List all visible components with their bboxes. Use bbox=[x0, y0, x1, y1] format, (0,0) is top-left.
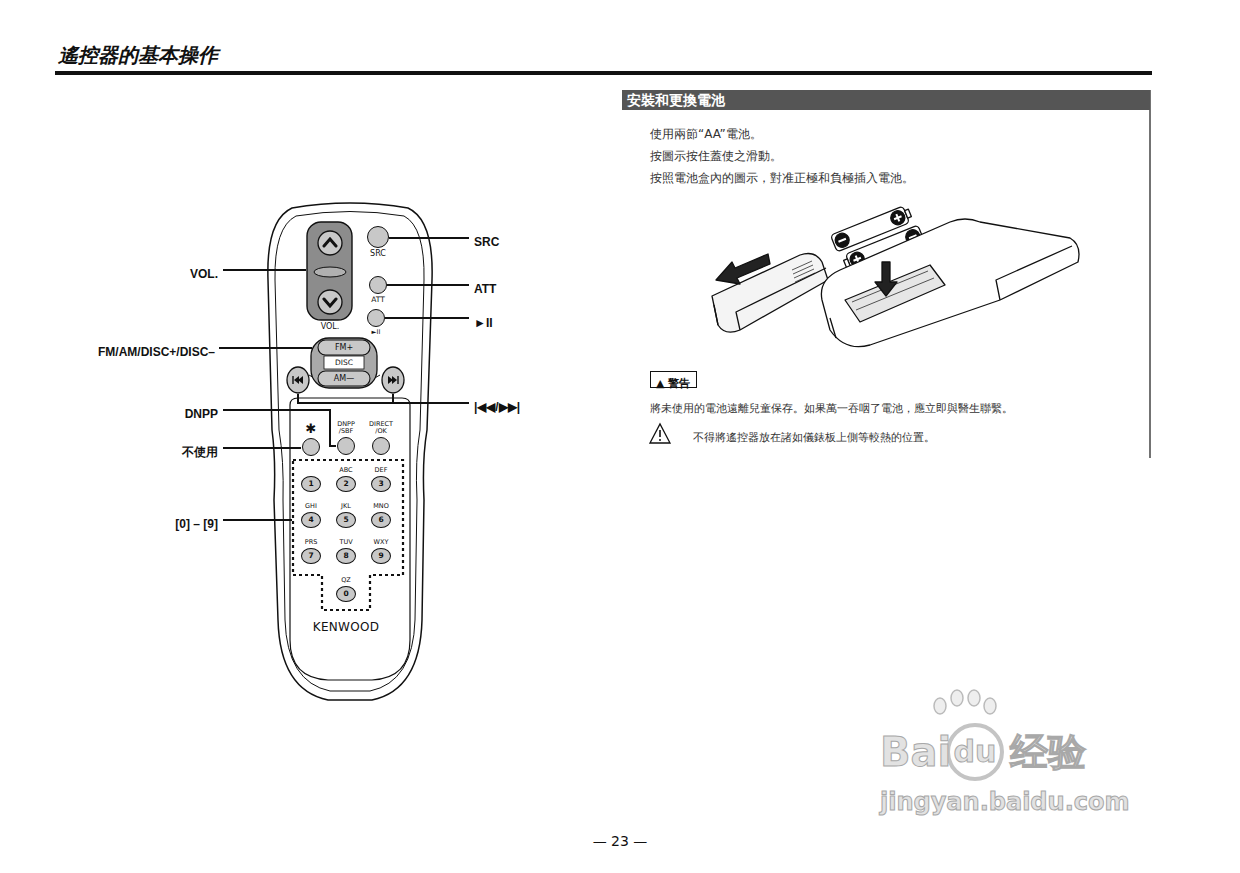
button-shape: 4 bbox=[301, 512, 321, 528]
remote-button: DEF 3 bbox=[356, 467, 406, 492]
button-shape: 3 bbox=[371, 476, 391, 492]
button-shape bbox=[367, 309, 385, 327]
button-label: ABC bbox=[321, 467, 371, 474]
warning-heading: ▲ 警告 bbox=[656, 376, 690, 391]
remote-button: DIRECT /OK bbox=[356, 421, 406, 455]
body-text: 按照電池盒內的圖示，對准正極和負極插入電池。 bbox=[650, 171, 914, 186]
remote-button: QZ 0 bbox=[321, 577, 371, 602]
button-shape bbox=[302, 438, 320, 456]
brand-name: KENWOOD bbox=[262, 620, 430, 634]
callout-label: ►II bbox=[474, 316, 493, 331]
button-number: 2 bbox=[343, 480, 348, 488]
body-text: 使用兩節“AA”電池。 bbox=[650, 127, 762, 142]
button-number: 4 bbox=[308, 516, 313, 524]
title-rule bbox=[55, 71, 1152, 75]
remote-control: VOL. SRC ATT ►II FM+DISC AM— ✱DNPP /SBF DIRECT … bbox=[262, 200, 438, 704]
button-number: 3 bbox=[378, 480, 383, 488]
warning-box: ▲ 警告 bbox=[650, 371, 697, 388]
button-number: 7 bbox=[308, 552, 313, 560]
remote-button: ABC 2 bbox=[321, 467, 371, 492]
remote-button: ✱ bbox=[286, 422, 336, 456]
caution-text: 不得將遙控器放在諸如儀錶板上側等較熱的位置。 bbox=[693, 431, 935, 445]
button-shape bbox=[372, 437, 390, 455]
band-disc-rocker: FM+DISC AM— bbox=[310, 337, 378, 389]
button-shape: 6 bbox=[371, 512, 391, 528]
button-label: VOL. bbox=[305, 322, 355, 332]
callout-label: FM/AM/DISC+/DISC– bbox=[98, 345, 215, 360]
remote-button: MNO 6 bbox=[356, 503, 406, 528]
button-label: DNPP /SBF bbox=[333, 421, 359, 435]
button-label: QZ bbox=[321, 577, 371, 584]
warning-text: 將未使用的電池遠離兒童保存。如果萬一吞咽了電池，應立即與醫生聯繫。 bbox=[650, 402, 1013, 416]
button-label: DIRECT /OK bbox=[368, 421, 394, 435]
column-rule bbox=[1149, 90, 1151, 458]
button-label: DEF bbox=[356, 467, 406, 474]
battery-illustration bbox=[712, 205, 1079, 347]
button-shape: 1 bbox=[301, 476, 321, 492]
button-label: JKL bbox=[321, 503, 371, 510]
callout-label: [0] – [9] bbox=[175, 517, 218, 532]
button-text: AM— bbox=[310, 371, 378, 386]
section-header: 安裝和更換電池 bbox=[622, 90, 1150, 110]
volume-rocker-shape bbox=[305, 220, 355, 334]
remote-button: TUV 8 bbox=[321, 539, 371, 564]
button-shape: 5 bbox=[336, 512, 356, 528]
remote-button: 1 bbox=[286, 474, 336, 492]
button-number: 5 bbox=[343, 516, 348, 524]
button-text: DISC bbox=[310, 356, 378, 369]
remote-button: PRS 7 bbox=[286, 539, 336, 564]
button-label: MNO bbox=[356, 503, 406, 510]
callout-label: VOL. bbox=[190, 267, 218, 282]
remote-button: GHI 4 bbox=[286, 503, 336, 528]
callout-label: SRC bbox=[474, 235, 499, 250]
button-label: WXY bbox=[356, 539, 406, 546]
button-label: ATT bbox=[353, 296, 403, 304]
button-number: 1 bbox=[308, 480, 313, 488]
button-label: SRC bbox=[353, 250, 403, 259]
button-shape bbox=[337, 437, 355, 455]
button-number: 9 bbox=[378, 552, 383, 560]
button-text: FM+ bbox=[310, 340, 378, 355]
watermark: jingyan.baidu.com bbox=[880, 787, 1129, 817]
volume-rocker: VOL. bbox=[305, 220, 355, 334]
callout-label: 不使用 bbox=[182, 445, 218, 460]
button-shape: 9 bbox=[371, 548, 391, 564]
watermark: 经验 bbox=[1010, 728, 1086, 776]
caution-icon bbox=[650, 424, 670, 443]
remote-button: ATT bbox=[353, 276, 403, 304]
page-title: 遙控器的基本操作 bbox=[58, 42, 218, 69]
remote-button: DNPP /SBF bbox=[321, 421, 371, 455]
button-shape: 8 bbox=[336, 548, 356, 564]
button-shape: 7 bbox=[301, 548, 321, 564]
section-title: 安裝和更換電池 bbox=[622, 90, 1150, 110]
watermark: Bai bbox=[880, 727, 951, 777]
button-label: TUV bbox=[321, 539, 371, 546]
button-number: 8 bbox=[343, 552, 348, 560]
button-label: ►II bbox=[351, 329, 401, 336]
watermark: du bbox=[954, 733, 997, 771]
remote-button: WXY 9 bbox=[356, 539, 406, 564]
button-label: GHI bbox=[286, 503, 336, 510]
callout-label: ATT bbox=[474, 282, 496, 297]
remote-button: ►II bbox=[351, 309, 401, 336]
button-shape bbox=[367, 226, 389, 248]
callout-label: DNPP bbox=[185, 407, 218, 422]
callout-label: |◀◀/▶▶| bbox=[474, 400, 520, 415]
remote-button: SRC bbox=[353, 226, 403, 259]
button-label: PRS bbox=[286, 539, 336, 546]
button-number: 0 bbox=[343, 590, 348, 598]
body-text: 按圖示按住蓋使之滑動。 bbox=[650, 149, 782, 164]
button-shape bbox=[369, 276, 387, 294]
button-shape: 0 bbox=[336, 586, 356, 602]
button-shape: 2 bbox=[336, 476, 356, 492]
button-label: ✱ bbox=[286, 422, 336, 436]
remote-button: JKL 5 bbox=[321, 503, 371, 528]
button-number: 6 bbox=[378, 516, 383, 524]
page-number: — 23 — bbox=[593, 832, 648, 850]
